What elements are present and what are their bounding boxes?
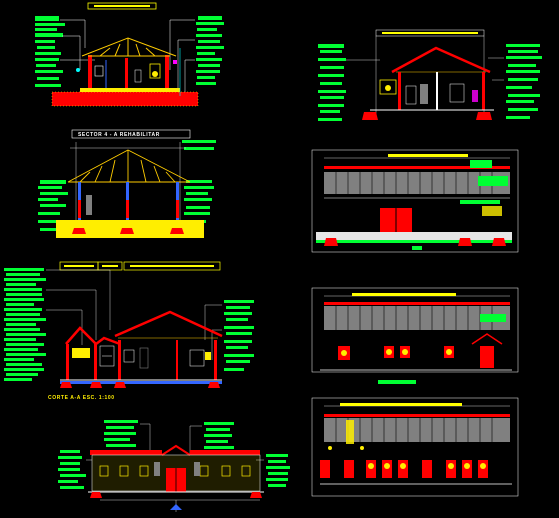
annotation-block [224,300,254,371]
corte-aa-caption: CORTE A-A ESC. 1:100 [48,395,115,401]
elevation-right-2 [311,287,519,384]
section-corte-aa: CORTE A-A ESC. 1:100 [4,261,254,401]
section-bottom-center [58,420,290,512]
section-top-left [35,2,224,107]
annotation-block [38,140,216,231]
elevation-right-1 [311,149,519,253]
section-sector-4: SECTOR 4 - A REHABILITAR [38,129,216,238]
annotation-block [35,16,65,87]
elevation-right-3 [311,397,519,497]
annotation-block [318,44,542,121]
sector-4-title: SECTOR 4 - A REHABILITAR [78,132,160,138]
annotation-block [4,268,46,381]
annotation-block [58,420,290,489]
section-top-right [318,29,542,121]
annotation-block [196,16,224,85]
